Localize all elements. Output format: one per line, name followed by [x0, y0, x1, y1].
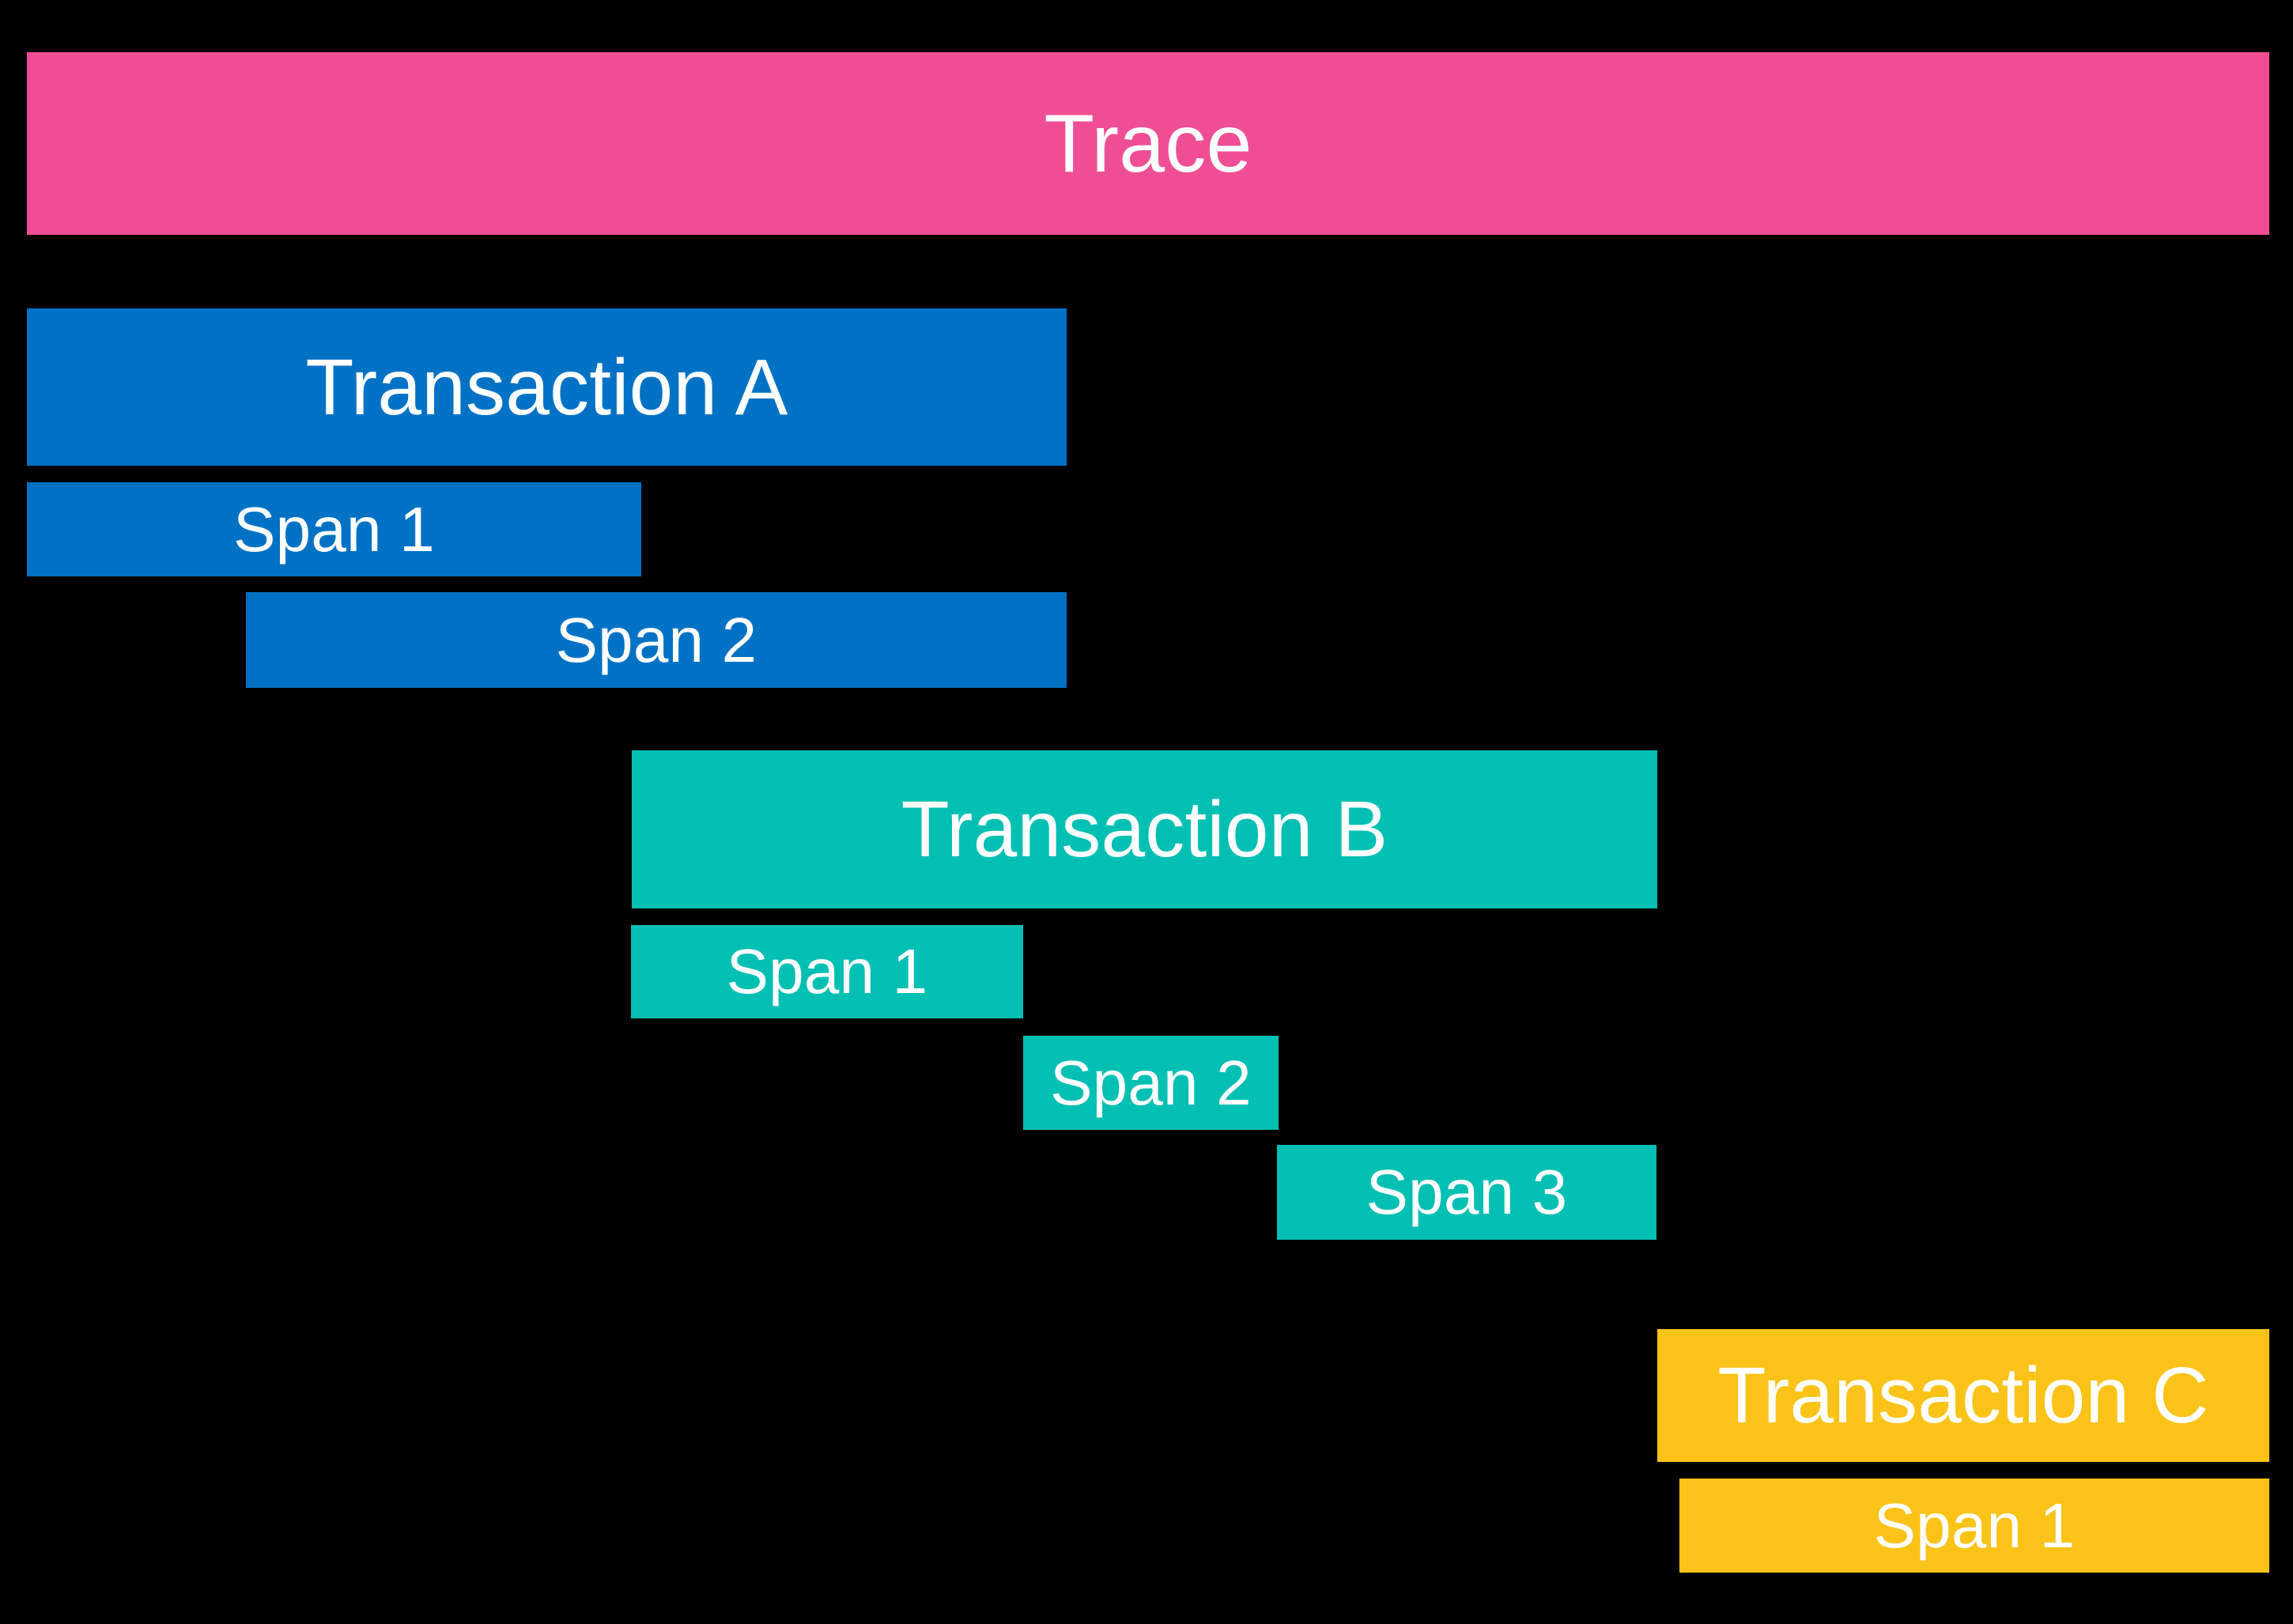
bar-transaction-c[interactable]: Transaction C [1657, 1329, 2269, 1462]
bar-transaction-a-span-2[interactable]: Span 2 [246, 592, 1067, 688]
bar-transaction-a-span-1[interactable]: Span 1 [27, 482, 641, 576]
bar-transaction-c-span-1[interactable]: Span 1 [1679, 1479, 2269, 1573]
transaction-a-span-2-label: Span 2 [555, 604, 757, 675]
transaction-c-label: Transaction C [1717, 1351, 2209, 1440]
transaction-b-label: Transaction B [901, 785, 1388, 874]
bar-transaction-b-span-1[interactable]: Span 1 [631, 925, 1023, 1018]
trace-label: Trace [1044, 97, 1252, 190]
transaction-b-span-2-label: Span 2 [1050, 1047, 1252, 1118]
bar-transaction-b-span-2[interactable]: Span 2 [1023, 1036, 1279, 1130]
transaction-b-span-3-label: Span 3 [1366, 1157, 1568, 1227]
transaction-c-span-1-label: Span 1 [1873, 1490, 2076, 1561]
bar-transaction-b[interactable]: Transaction B [632, 750, 1657, 908]
transaction-a-span-1-label: Span 1 [233, 493, 435, 565]
bar-transaction-a[interactable]: Transaction A [27, 308, 1067, 466]
bar-trace[interactable]: Trace [27, 52, 2269, 235]
bar-transaction-b-span-3[interactable]: Span 3 [1277, 1145, 1656, 1240]
transaction-b-span-1-label: Span 1 [726, 936, 928, 1007]
transaction-a-label: Transaction A [305, 342, 788, 432]
